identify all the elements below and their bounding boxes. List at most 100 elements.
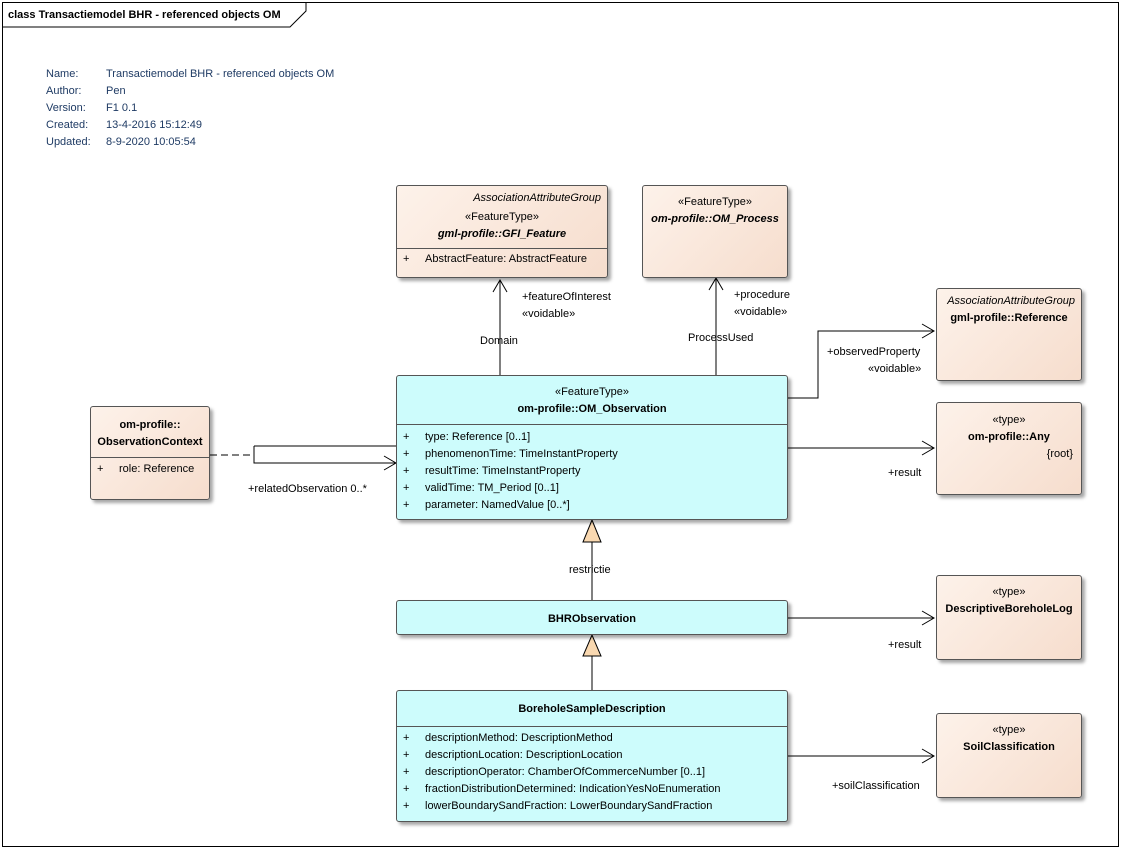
class-tagged-value: {root} xyxy=(1046,448,1073,460)
open-arrowhead xyxy=(921,323,935,339)
meta-key: Version: xyxy=(46,102,86,114)
attribute-text: role: Reference xyxy=(119,463,195,475)
class-header: om-profile:: ObservationContext xyxy=(91,407,209,451)
role-label-feature-of-interest: +featureOfInterest xyxy=(522,291,611,303)
attribute-visibility: + xyxy=(403,431,410,443)
attribute-text: lowerBoundarySandFraction: LowerBoundary… xyxy=(425,800,713,812)
role-label-procedure: +procedure xyxy=(734,289,790,301)
class-descriptive-borehole-log[interactable]: «type» DescriptiveBoreholeLog xyxy=(936,575,1082,660)
class-attributes: +role: Reference xyxy=(91,458,209,478)
attribute-row: + AbstractFeature: AbstractFeature xyxy=(403,251,607,268)
open-arrowhead xyxy=(921,440,935,456)
class-header: gml-profile::Reference xyxy=(937,310,1081,327)
meta-key: Name: xyxy=(46,68,79,80)
class-reference[interactable]: AssociationAttributeGroup gml-profile::R… xyxy=(936,288,1082,381)
class-separator xyxy=(91,457,209,458)
attribute-visibility: + xyxy=(403,732,410,744)
class-name: gml-profile::GFI_Feature xyxy=(437,228,567,240)
attribute-row: +descriptionLocation: DescriptionLocatio… xyxy=(403,747,787,764)
attribute-row: + resultTime: TimeInstantProperty xyxy=(403,463,787,480)
class-name-line: om-profile:: xyxy=(119,419,181,431)
class-any[interactable]: «type» om-profile::Any {root} xyxy=(936,402,1082,495)
stereotype-label-voidable: «voidable» xyxy=(522,308,576,320)
class-name: BHRObservation xyxy=(547,613,637,625)
class-separator xyxy=(397,424,787,425)
class-observation-context[interactable]: om-profile:: ObservationContext +role: R… xyxy=(90,406,210,500)
class-stereotype: «FeatureType» xyxy=(555,386,629,398)
role-label-result: +result xyxy=(888,467,922,479)
class-stereotype: «FeatureType» xyxy=(678,196,752,208)
class-om-observation[interactable]: «FeatureType» om-profile::OM_Observation… xyxy=(396,375,788,520)
role-label-related-observation: +relatedObservation 0..* xyxy=(248,483,367,495)
class-header: «FeatureType» om-profile::OM_Process xyxy=(643,186,787,228)
association-observed-property[interactable] xyxy=(788,330,934,399)
generalization-triangle xyxy=(582,518,602,543)
class-gfi-feature[interactable]: AssociationAttributeGroup «FeatureType» … xyxy=(396,185,608,278)
meta-value: Pen xyxy=(106,85,126,97)
attribute-visibility: + xyxy=(403,482,410,494)
meta-key: Author: xyxy=(46,85,82,97)
role-label-observed-property: +observedProperty xyxy=(827,346,921,358)
attribute-row: + phenomenonTime: TimeInstantProperty xyxy=(403,446,787,463)
class-soil-classification[interactable]: «type» SoilClassification xyxy=(936,713,1082,798)
attribute-visibility: + xyxy=(403,448,410,460)
attribute-visibility: + xyxy=(403,499,410,511)
meta-value: 8-9-2020 10:05:54 xyxy=(106,136,196,148)
class-separator xyxy=(397,248,607,249)
class-header: «type» SoilClassification xyxy=(937,714,1081,756)
class-name-line: ObservationContext xyxy=(97,436,203,448)
class-header: «type» DescriptiveBoreholeLog xyxy=(937,576,1081,618)
class-header: «FeatureType» om-profile::OM_Observation xyxy=(397,376,787,418)
attribute-row: + descriptionOperator: ChamberOfCommerceN… xyxy=(403,764,787,781)
attribute-visibility: + xyxy=(403,465,410,477)
class-stereotype: «type» xyxy=(992,586,1026,598)
class-stereotype: «type» xyxy=(992,724,1026,736)
meta-row-created: Created:13-4-2016 15:12:49 xyxy=(46,117,334,134)
diagram-title: class Transactiemodel BHR - referenced o… xyxy=(8,9,281,21)
open-arrowhead xyxy=(492,279,508,293)
attribute-text: fractionDistributionDetermined: Indicati… xyxy=(425,783,721,795)
open-arrowhead xyxy=(921,610,935,626)
class-attributes: + type: Reference [0..1] + phenomenonTime:… xyxy=(397,425,787,514)
meta-key: Updated: xyxy=(46,136,91,148)
attribute-text: resultTime: TimeInstantProperty xyxy=(425,465,581,477)
diagram-metadata: Name: Transactiemodel BHR - referenced ob… xyxy=(46,66,334,151)
attribute-text: AbstractFeature: AbstractFeature xyxy=(425,253,588,265)
class-name: DescriptiveBoreholeLog xyxy=(945,603,1073,615)
class-name: om-profile::OM_Process xyxy=(651,213,779,225)
class-borehole-sample-description[interactable]: BoreholeSampleDescription +descriptionMe… xyxy=(396,690,788,822)
attribute-text: type: Reference [0..1] xyxy=(425,431,531,443)
association-related-observation[interactable] xyxy=(253,445,396,464)
class-stereotype: «FeatureType» xyxy=(465,211,539,223)
class-name: om-profile::Any xyxy=(968,431,1050,443)
association-name-domain: Domain xyxy=(480,335,518,347)
attribute-text: descriptionMethod: DescriptionMethod xyxy=(425,732,613,744)
class-header: «type» om-profile::Any xyxy=(937,403,1081,446)
meta-value: Transactiemodel BHR - referenced objects… xyxy=(106,68,335,80)
meta-row-name: Name: Transactiemodel BHR - referenced ob… xyxy=(46,66,334,83)
attribute-text: descriptionOperator: ChamberOfCommerceNu… xyxy=(425,766,705,778)
meta-value: F1 0.1 xyxy=(106,102,138,114)
meta-key: Created: xyxy=(46,119,89,131)
attribute-visibility: + xyxy=(403,800,410,812)
attribute-text: validTime: TM_Period [0..1] xyxy=(425,482,559,494)
class-separator xyxy=(397,726,787,727)
attribute-visibility: + xyxy=(403,253,410,265)
class-group-label: AssociationAttributeGroup xyxy=(473,192,601,204)
class-om-process[interactable]: «FeatureType» om-profile::OM_Process xyxy=(642,185,788,278)
attribute-visibility: + xyxy=(403,766,410,778)
class-bhr-observation[interactable]: BHRObservation xyxy=(396,600,788,635)
open-arrowhead xyxy=(708,277,724,291)
class-name: gml-profile::Reference xyxy=(950,312,1068,324)
open-arrowhead xyxy=(921,748,935,764)
generalization-triangle xyxy=(582,633,602,657)
class-header: «FeatureType» gml-profile::GFI_Feature xyxy=(397,207,607,243)
attribute-row: + descriptionMethod: DescriptionMethod xyxy=(403,730,787,747)
attribute-text: descriptionLocation: DescriptionLocation xyxy=(425,749,623,761)
class-name: SoilClassification xyxy=(963,741,1055,753)
attribute-row: +role: Reference xyxy=(97,461,209,478)
attribute-text: phenomenonTime: TimeInstantProperty xyxy=(425,448,618,460)
role-label-soil-classification: +soilClassification xyxy=(832,780,920,792)
